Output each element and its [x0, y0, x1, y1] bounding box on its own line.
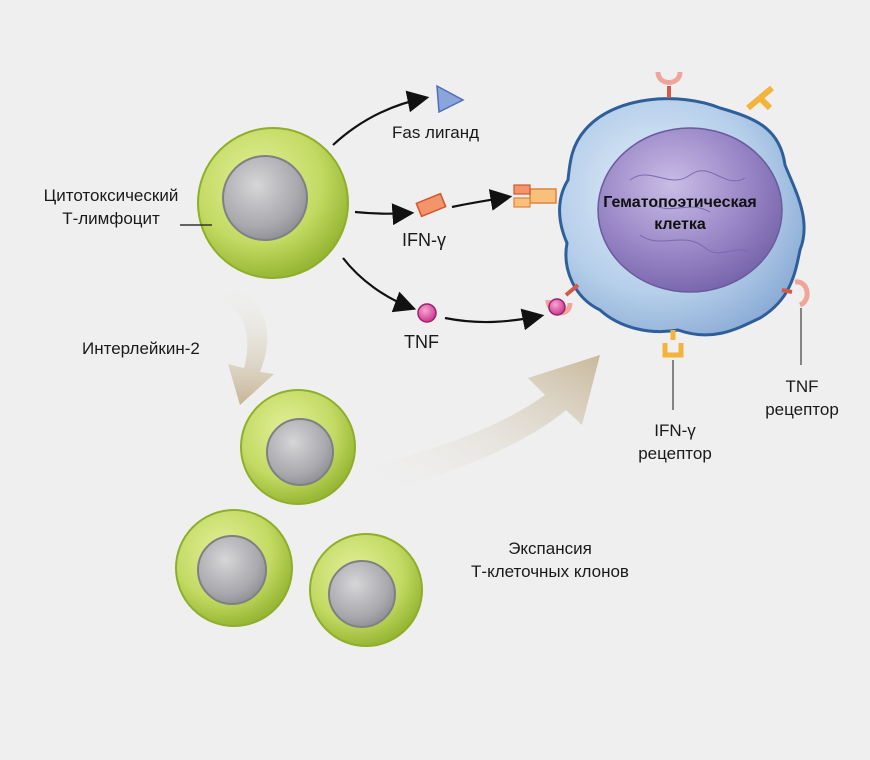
fas-ligand-icon [436, 84, 465, 114]
tnf-receptor-label: TNF рецептор [752, 376, 852, 422]
interleukin-arrow [222, 283, 274, 405]
receptor-top [655, 71, 683, 98]
fas-ligand-label: Fas лиганд [392, 123, 480, 142]
cytotoxic-label-line2: Т-лимфоцит [62, 208, 160, 228]
arrow-ifn-to-receptor [451, 189, 513, 211]
expansion-line2: Т-клеточных клонов [471, 561, 629, 581]
tnf-receptor-left [545, 283, 580, 316]
tnf-label: TNF [404, 332, 439, 352]
arrow-to-ifn [354, 203, 415, 226]
ifn-gamma-label: IFN-γ [402, 230, 446, 250]
ifn-receptor-top-right [746, 85, 774, 111]
arrow-to-fas [332, 90, 430, 146]
ifn-gamma-molecule-icon [415, 192, 447, 218]
target-label-line1: Гематопоэтическая [603, 194, 757, 211]
hematopoietic-cell [558, 97, 806, 337]
ifn-receptor-left [513, 184, 557, 208]
hematopoietic-cell-label: Гематопоэтическая клетка [575, 192, 785, 235]
cytotoxic-t-cell [197, 127, 349, 279]
expansion-line1: Экспансия [508, 539, 592, 558]
ifn-receptor-bottom [662, 330, 684, 358]
t-cell-clone-3 [309, 533, 423, 647]
tnf-receptor-line2: рецептор [765, 399, 839, 419]
arrow-to-tnf [342, 257, 417, 313]
t-cell-clone-2 [175, 509, 293, 627]
ifn-receptor-line1: IFN-γ [654, 421, 696, 440]
tnf-receptor-right [781, 279, 810, 308]
tnf-receptor-line1: TNF [785, 377, 819, 396]
cytotoxic-label-line1: Цитотоксический [43, 186, 179, 205]
target-label-line2: клетка [654, 215, 706, 233]
ifn-receptor-line2: рецептор [638, 443, 712, 463]
tnf-molecule-icon [417, 303, 437, 323]
ifn-receptor-label: IFN-γ рецептор [620, 420, 730, 466]
interleukin-2-label: Интерлейкин-2 [82, 339, 200, 358]
expansion-arrow [375, 355, 600, 492]
t-cell-clone-1 [240, 389, 356, 505]
cytotoxic-t-cell-label: Цитотоксический Т-лимфоцит [26, 185, 196, 231]
expansion-label: Экспансия Т-клеточных клонов [440, 538, 660, 584]
arrow-tnf-to-receptor [444, 308, 545, 331]
